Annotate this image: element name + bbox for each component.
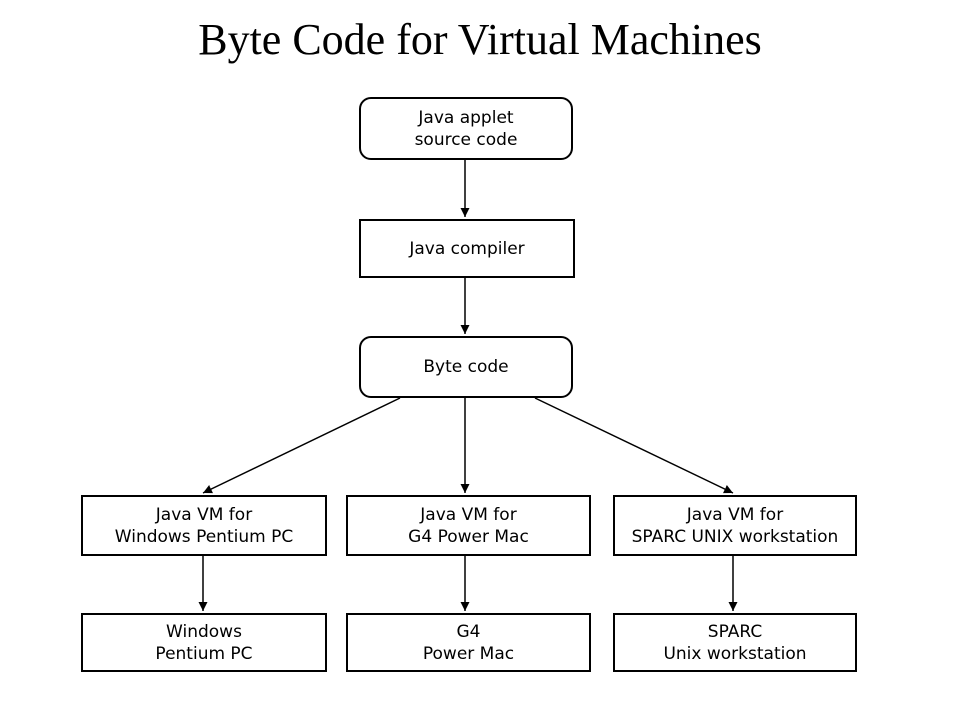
node-label: Windows Pentium PC — [155, 621, 253, 664]
node-vm-windows: Java VM for Windows Pentium PC — [81, 495, 327, 556]
node-java-compiler: Java compiler — [359, 219, 575, 278]
node-label: Java applet source code — [414, 107, 518, 150]
slide-title: Byte Code for Virtual Machines — [198, 15, 762, 64]
node-hw-windows: Windows Pentium PC — [81, 613, 327, 672]
edge-bytecode-to-vm-sparc — [534, 397, 734, 494]
node-label: Java compiler — [409, 238, 525, 259]
edge-bytecode-to-vm-windows — [202, 397, 401, 494]
node-hw-sparc: SPARC Unix workstation — [613, 613, 857, 672]
node-label: G4 Power Mac — [422, 621, 515, 664]
node-label: Byte code — [423, 357, 509, 377]
node-applet-source-code: Java applet source code — [359, 97, 573, 160]
node-label: Java VM for G4 Power Mac — [408, 504, 529, 547]
node-label: Java VM for Windows Pentium PC — [114, 504, 294, 547]
node-hw-g4: G4 Power Mac — [346, 613, 591, 672]
node-label: SPARC Unix workstation — [663, 621, 807, 664]
node-label: Java VM for SPARC UNIX workstation — [631, 504, 839, 547]
node-byte-code: Byte code — [359, 336, 573, 398]
node-vm-sparc: Java VM for SPARC UNIX workstation — [613, 495, 857, 556]
node-vm-g4: Java VM for G4 Power Mac — [346, 495, 591, 556]
